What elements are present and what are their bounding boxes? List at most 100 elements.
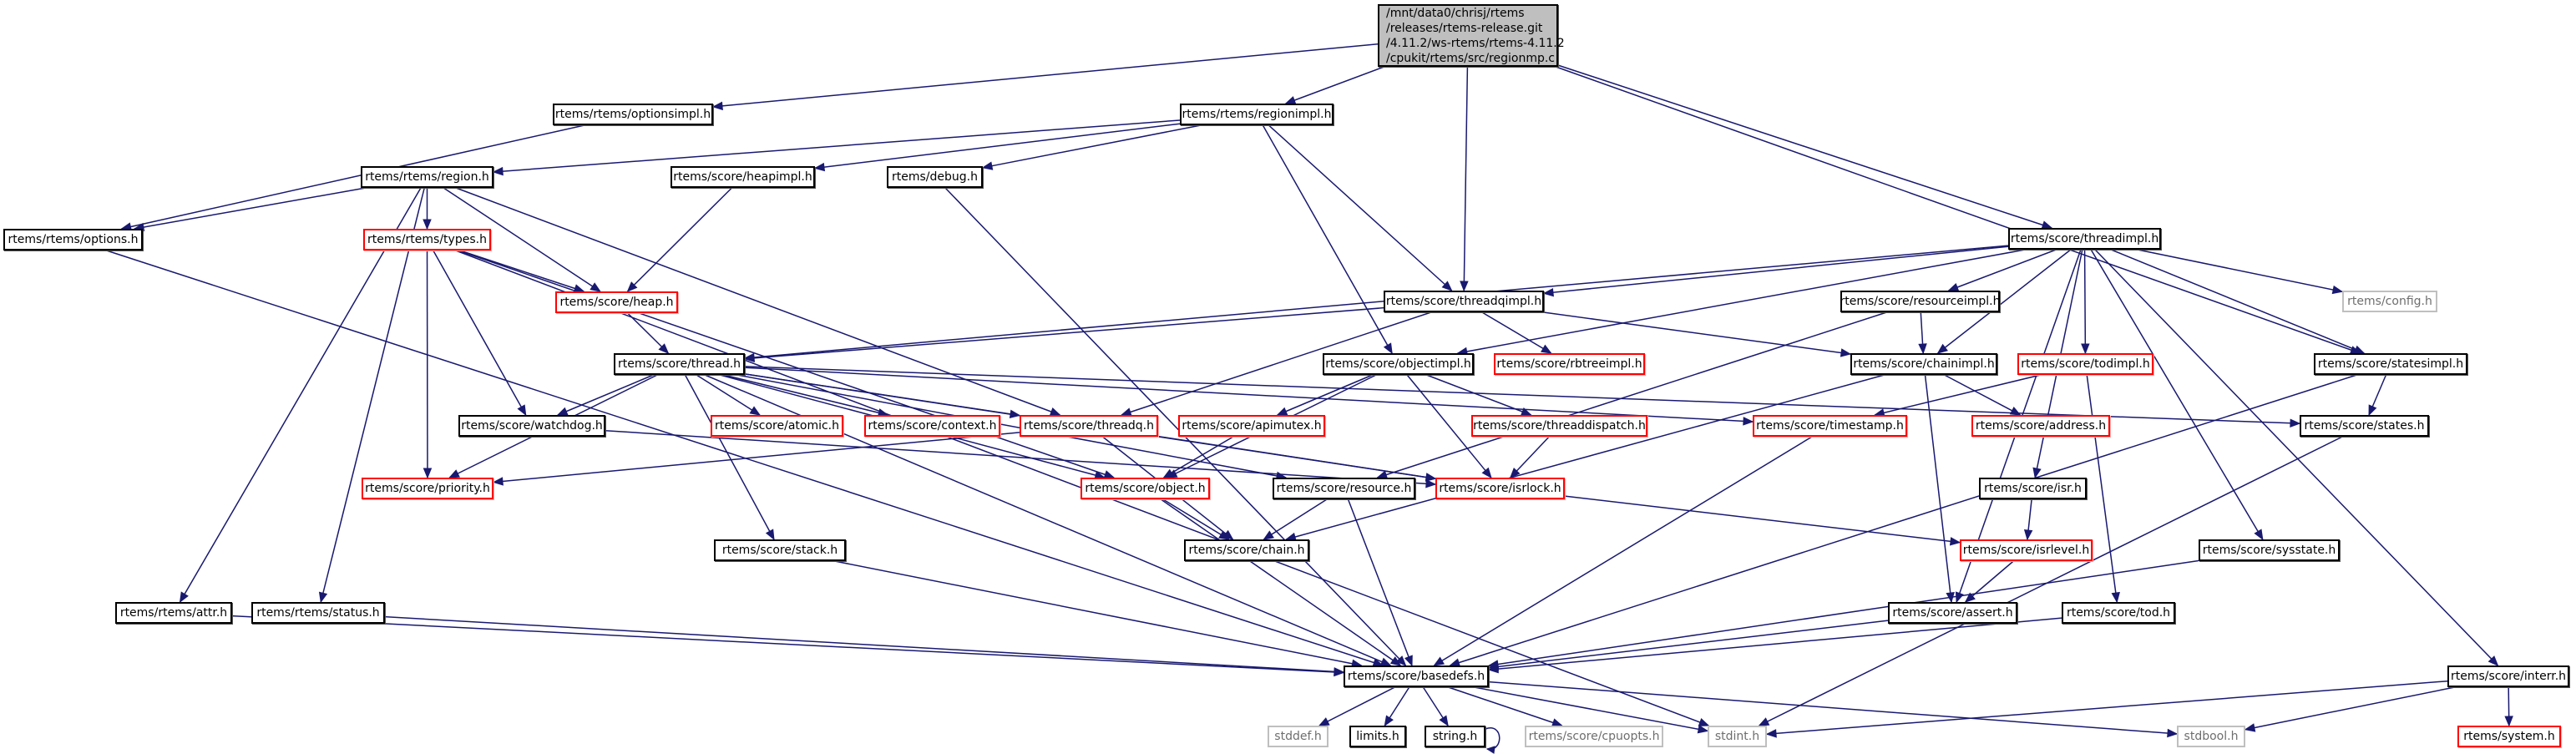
node-thread-h[interactable]: rtems/score/thread.h — [614, 353, 745, 375]
edge-basedefs-to-string — [1422, 686, 1449, 727]
edge-regionimpl-to-heapimpl — [813, 123, 1181, 172]
node-atomic-h[interactable]: rtems/score/atomic.h — [711, 415, 843, 437]
arrowhead-icon — [1840, 348, 1852, 357]
node-resource-h[interactable]: rtems/score/resource.h — [1273, 478, 1415, 499]
arrowhead-icon — [813, 162, 826, 172]
edge-debug-to-basedefs — [944, 187, 1407, 666]
node-limits-h[interactable]: limits.h — [1349, 726, 1406, 747]
arrowhead-icon — [556, 407, 569, 416]
node-apimutex-h[interactable]: rtems/score/apimutex.h — [1178, 415, 1325, 437]
node-address-h[interactable]: rtems/score/address.h — [1971, 415, 2110, 437]
node-chain-h[interactable]: rtems/score/chain.h — [1184, 539, 1309, 561]
arrowhead-icon — [2254, 529, 2264, 541]
node-threadqimpl-h[interactable]: rtems/score/threadqimpl.h — [1384, 291, 1544, 312]
edge-interr-to-stdint — [1765, 680, 2448, 738]
edge-resourceimpl-to-chainimpl — [1918, 311, 1927, 355]
edge-thread-to-states — [744, 366, 2301, 428]
node-statesimpl-h[interactable]: rtems/score/statesimpl.h — [2314, 353, 2467, 375]
arrowhead-icon — [1936, 343, 1948, 354]
node-watchdog-h[interactable]: rtems/score/watchdog.h — [458, 415, 605, 437]
node-system-h[interactable]: rtems/system.h — [2457, 726, 2561, 747]
node-context-h[interactable]: rtems/score/context.h — [864, 415, 1000, 437]
node-sysstate-h[interactable]: rtems/score/sysstate.h — [2199, 539, 2340, 561]
root-line-1: /mnt/data0/chrisj/rtems — [1386, 6, 1525, 20]
node-string-h[interactable]: string.h — [1425, 726, 1485, 747]
node-stack-h[interactable]: rtems/score/stack.h — [714, 539, 846, 561]
node-resourceimpl-h[interactable]: rtems/score/resourceimpl.h — [1840, 291, 2001, 312]
edge-isrlevel-to-assert — [1964, 560, 2014, 603]
node-object-h[interactable]: rtems/score/object.h — [1081, 478, 1210, 499]
node-assert-h[interactable]: rtems/score/assert.h — [1888, 602, 2017, 624]
node-priority-h[interactable]: rtems/score/priority.h — [362, 478, 493, 499]
arrowhead-icon — [2023, 529, 2033, 541]
node-config-h[interactable]: rtems/config.h — [2342, 291, 2437, 312]
node-status-h[interactable]: rtems/rtems/status.h — [251, 602, 385, 624]
arrowhead-icon — [658, 343, 670, 354]
edge-apimutex-to-object — [1162, 436, 1234, 478]
arrowhead-icon — [2111, 591, 2120, 604]
node-basedefs-h[interactable]: rtems/score/basedefs.h — [1344, 665, 1489, 687]
edge-todimpl-to-tod — [2086, 374, 2120, 604]
edge-types-to-priority — [423, 250, 433, 479]
edge-timestamp-to-basedefs — [1433, 436, 1813, 666]
node-objectimpl-h[interactable]: rtems/score/objectimpl.h — [1323, 353, 1474, 375]
edge-resource-to-basedefs — [1347, 498, 1413, 667]
arrowhead-icon — [2353, 345, 2366, 354]
edge-chainimpl-to-address — [1944, 374, 2022, 416]
node-threadimpl-h[interactable]: rtems/score/threadimpl.h — [2008, 228, 2161, 250]
edge-chainimpl-to-assert — [1924, 374, 1955, 604]
edge-region-to-threadq — [455, 187, 1061, 416]
node-rbtreeimpl-h[interactable]: rtems/score/rbtreeimpl.h — [1494, 353, 1645, 375]
edge-region-to-attr — [179, 187, 422, 604]
root-line-3: /4.11.2/ws-rtems/rtems-4.11.2 — [1386, 36, 1565, 50]
node-regionimpl-h[interactable]: rtems/rtems/regionimpl.h — [1180, 104, 1334, 125]
node-stdint-h[interactable]: stdint.h — [1708, 726, 1767, 747]
node-stdbool-h[interactable]: stdbool.h — [2177, 726, 2245, 747]
node-threaddispatch-h[interactable]: rtems/score/threaddispatch.h — [1471, 415, 1647, 437]
arrowhead-icon — [423, 219, 432, 230]
arrowhead-icon — [2009, 406, 2022, 416]
arrowhead-icon — [1765, 729, 1777, 738]
node-cpuopts-h[interactable]: rtems/score/cpuopts.h — [1525, 726, 1663, 747]
node-optionsimpl-h[interactable]: rtems/rtems/optionsimpl.h — [553, 104, 713, 125]
node-timestamp-h[interactable]: rtems/score/timestamp.h — [1753, 415, 1907, 437]
arrowhead-icon — [1949, 537, 1961, 546]
node-types-h[interactable]: rtems/rtems/types.h — [363, 229, 491, 250]
node-threadq-h[interactable]: rtems/score/threadq.h — [1020, 415, 1158, 437]
edge-threadqimpl-to-rbtreeimpl — [1481, 311, 1552, 354]
node-chainimpl-h[interactable]: rtems/score/chainimpl.h — [1850, 353, 1997, 375]
arrowhead-icon — [179, 591, 189, 604]
node-stddef-h[interactable]: stddef.h — [1268, 726, 1328, 747]
edge-threaddispatch-to-isrlock — [1509, 436, 1550, 478]
node-isrlock-h[interactable]: rtems/score/isrlock.h — [1435, 478, 1565, 499]
arrowhead-icon — [2167, 728, 2179, 738]
node-interr-h[interactable]: rtems/score/interr.h — [2447, 665, 2569, 687]
arrowhead-icon — [590, 282, 601, 292]
arrowhead-icon — [1218, 530, 1230, 540]
edge-threadqimpl-to-threadq — [1120, 311, 1432, 417]
node-isr-h[interactable]: rtems/score/isr.h — [1979, 478, 2087, 499]
edge-types-to-watchdog — [433, 250, 527, 417]
node-heapimpl-h[interactable]: rtems/score/heapimpl.h — [671, 166, 815, 188]
node-root-regionmp-c[interactable]: /mnt/data0/chrisj/rtems /releases/rtems-… — [1378, 4, 1565, 67]
arrowhead-icon — [1697, 725, 1709, 734]
edge-regionimpl-to-region — [492, 119, 1181, 176]
edge-attr-to-basedefs — [231, 615, 1345, 677]
node-todimpl-h[interactable]: rtems/score/todimpl.h — [2017, 353, 2153, 375]
node-tod-h[interactable]: rtems/score/tod.h — [2062, 602, 2175, 624]
arrowhead-icon — [743, 353, 755, 363]
arrowhead-icon — [2368, 404, 2377, 417]
arrowhead-icon — [1485, 746, 1495, 754]
node-region-h[interactable]: rtems/rtems/region.h — [361, 166, 493, 188]
node-debug-h[interactable]: rtems/debug.h — [887, 166, 983, 188]
node-attr-h[interactable]: rtems/rtems/attr.h — [115, 602, 232, 624]
node-isrlevel-h[interactable]: rtems/score/isrlevel.h — [1960, 539, 2093, 561]
edge-resource-to-chain — [1263, 498, 1328, 540]
node-options-h[interactable]: rtems/rtems/options.h — [3, 229, 143, 250]
arrowhead-icon — [981, 161, 994, 170]
arrowhead-icon — [1433, 656, 1445, 666]
node-states-h[interactable]: rtems/score/states.h — [2300, 415, 2429, 437]
arrowhead-icon — [2487, 655, 2499, 666]
node-heap-h[interactable]: rtems/score/heap.h — [555, 291, 678, 313]
arrowhead-icon — [1509, 468, 1521, 478]
